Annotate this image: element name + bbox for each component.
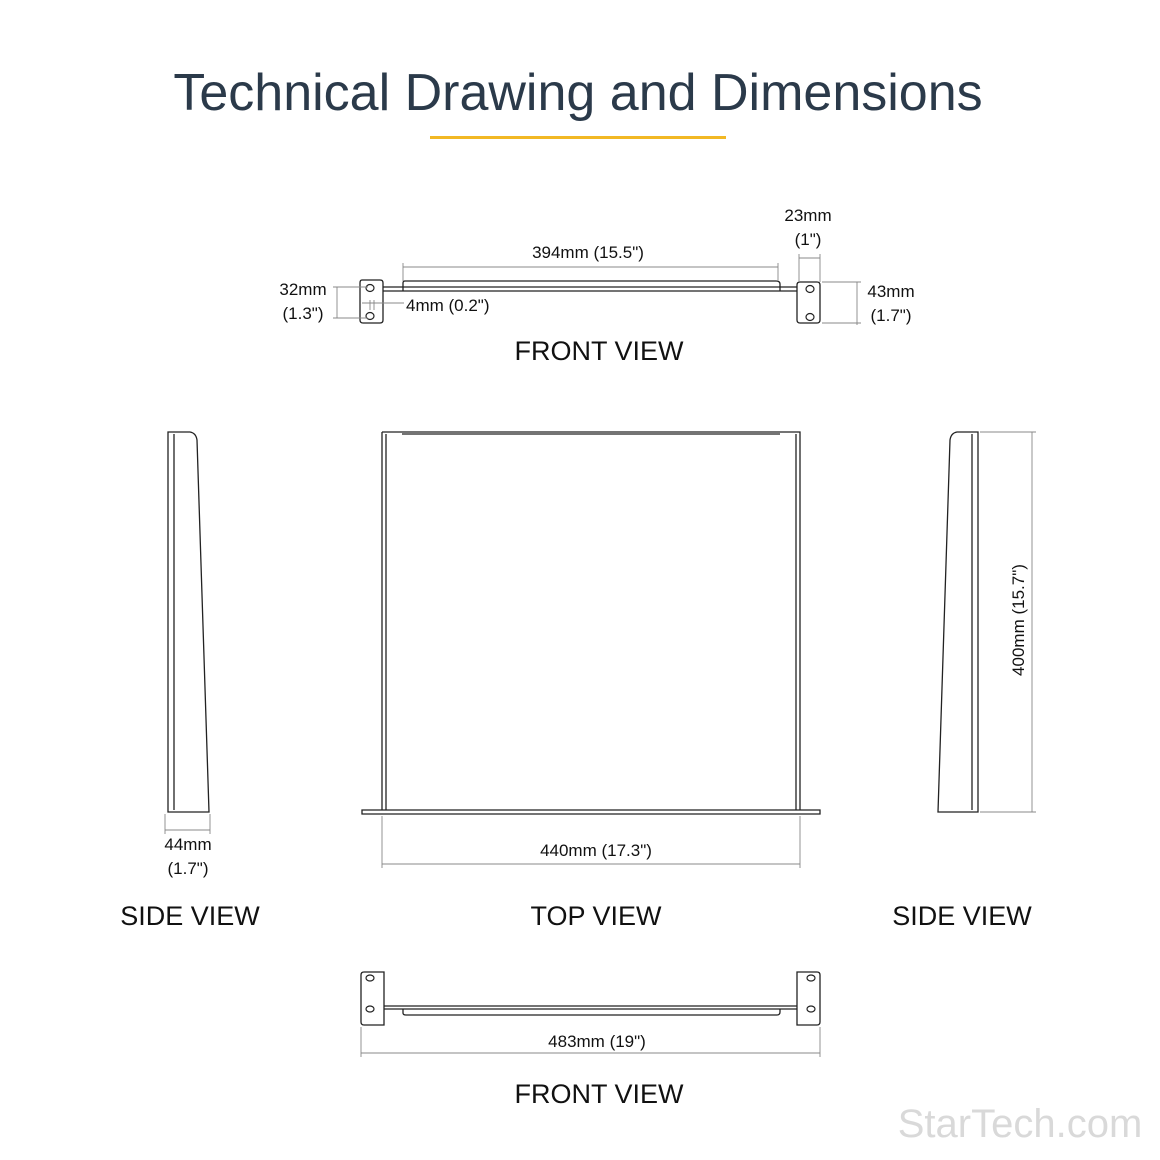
- side-profile: [167, 431, 210, 813]
- label-43mm: 43mm: [867, 282, 914, 301]
- left-ear: [359, 279, 384, 324]
- side-view-right-label: SIDE VIEW: [892, 901, 1032, 931]
- front-view-bottom-label: FRONT VIEW: [514, 1079, 684, 1109]
- rail-bar: [383, 286, 797, 292]
- label-1-3in: (1.3"): [283, 304, 324, 323]
- dim-44: [164, 814, 211, 834]
- dim-394: [402, 263, 779, 281]
- mount-hole: [805, 312, 815, 322]
- mount-hole: [806, 1005, 816, 1013]
- startech-logo: StarTech.com: [898, 1102, 1143, 1146]
- tray-lip: [402, 1009, 781, 1016]
- top-outline: [381, 431, 801, 810]
- side-profile: [937, 431, 979, 813]
- label-394mm: 394mm (15.5"): [532, 243, 644, 262]
- label-4mm: 4mm (0.2"): [406, 296, 490, 315]
- rail-bar: [384, 1005, 797, 1010]
- dim-440: [381, 816, 801, 868]
- tray-lip: [402, 280, 781, 291]
- label-32mm: 32mm: [279, 280, 326, 299]
- label-1in: (1"): [795, 230, 822, 249]
- right-ear: [796, 971, 821, 1026]
- dim-4: [362, 300, 404, 310]
- side-view-left-label: SIDE VIEW: [120, 901, 260, 931]
- mount-hole: [805, 284, 815, 294]
- mount-hole: [365, 974, 375, 982]
- dim-483: [360, 1027, 821, 1057]
- dim-23: [798, 254, 821, 282]
- label-1-7in-side: (1.7"): [168, 859, 209, 878]
- mount-hole: [365, 283, 375, 293]
- side-view-right: [937, 431, 1036, 813]
- top-inner-lines: [385, 433, 797, 810]
- label-1-7in: (1.7"): [871, 306, 912, 325]
- front-view-label: FRONT VIEW: [514, 336, 684, 366]
- label-440mm: 440mm (17.3"): [540, 841, 652, 860]
- side-view-left: [164, 431, 211, 834]
- label-400mm: 400mm (15.7"): [1009, 564, 1028, 676]
- right-ear: [796, 281, 821, 324]
- top-view-label: TOP VIEW: [530, 901, 662, 931]
- top-view: [361, 431, 821, 868]
- label-23mm: 23mm: [784, 206, 831, 225]
- bottom-flange: [361, 809, 821, 815]
- dim-32: [333, 286, 368, 319]
- title-underline: [430, 136, 726, 139]
- label-483mm: 483mm (19"): [548, 1032, 646, 1051]
- dim-400: [980, 431, 1036, 813]
- front-view-bottom: [360, 971, 821, 1057]
- page-title: Technical Drawing and Dimensions: [173, 64, 982, 122]
- front-view-top: [333, 254, 861, 325]
- mount-hole: [365, 1005, 375, 1013]
- label-44mm: 44mm: [164, 835, 211, 854]
- left-ear: [360, 971, 385, 1026]
- dim-43: [822, 281, 861, 325]
- mount-hole: [806, 974, 816, 982]
